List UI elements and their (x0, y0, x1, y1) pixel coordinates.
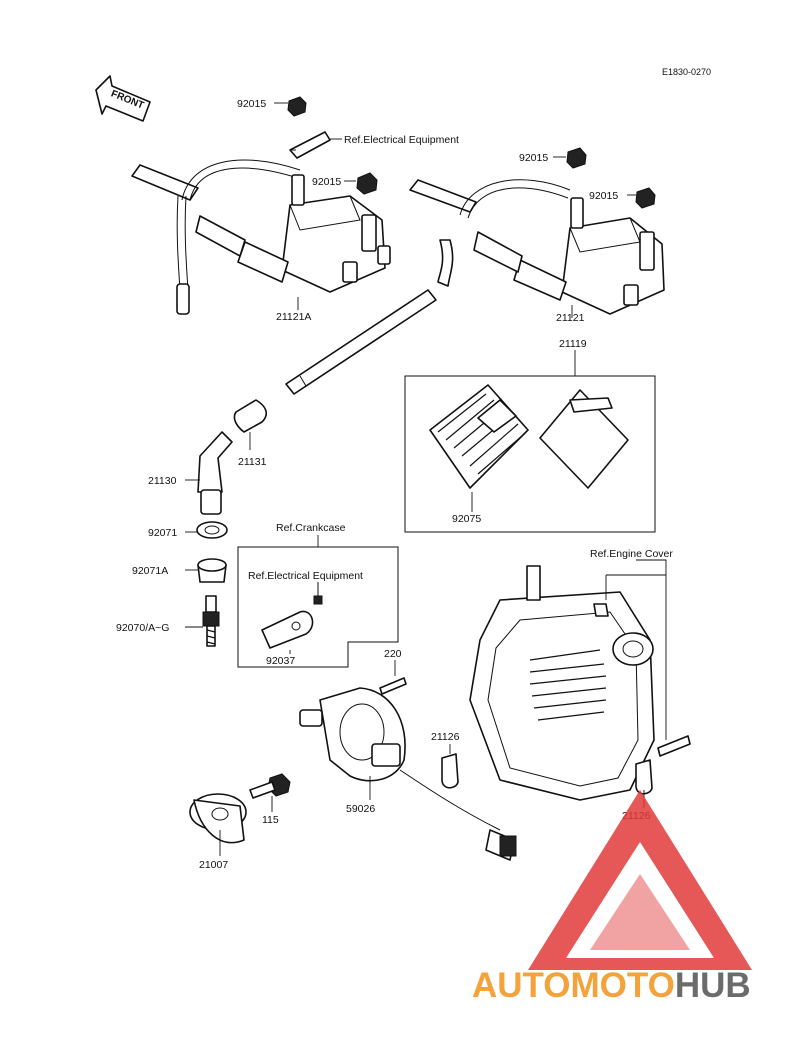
ref-electrical-equipment-box: Ref.Electrical Equipment (248, 570, 363, 582)
igniter-unit (429, 384, 529, 489)
igniter-box-outline (404, 375, 656, 533)
spark-plug-icon (202, 595, 220, 647)
engine-cover (469, 565, 655, 801)
front-arrow-icon: FRONT (95, 75, 151, 122)
nut-icon (635, 187, 656, 209)
igniter-module (539, 389, 629, 489)
bolt-icon (657, 735, 691, 757)
label-92071a: 92071A (132, 565, 168, 577)
label-92015-right-top: 92015 (519, 152, 548, 164)
label-92071: 92071 (148, 527, 177, 539)
nut-icon (566, 147, 587, 169)
label-21119: 21119 (559, 338, 587, 350)
label-220: 220 (384, 648, 402, 660)
rotor (189, 793, 247, 844)
label-21130: 21130 (148, 475, 177, 487)
label-92015-left-side: 92015 (312, 176, 341, 188)
screw-icon (379, 677, 407, 695)
label-92070: 92070/A~G (116, 622, 169, 634)
nut-icon (356, 172, 378, 195)
diagram-code: E1830-0270 (662, 67, 711, 77)
watermark-text: AUTOMOTOHUB (472, 966, 751, 1005)
nut-icon (287, 96, 307, 117)
label-21121: 21121 (556, 312, 585, 324)
label-59026: 59026 (346, 803, 375, 815)
watermark-logo-icon (528, 790, 752, 970)
seal-cup (197, 558, 227, 583)
crankcase-ref-outline (237, 546, 399, 668)
ignition-coil-left (131, 159, 391, 315)
clamp-right (635, 759, 653, 795)
bolt-icon (249, 773, 291, 799)
pickup-plate (299, 687, 517, 861)
label-21126-left: 21126 (431, 731, 460, 743)
clamp-left (441, 753, 459, 789)
label-21007: 21007 (199, 859, 228, 871)
label-92015-left-top: 92015 (237, 98, 266, 110)
label-21121a: 21121A (276, 311, 311, 323)
ref-engine-cover: Ref.Engine Cover (590, 548, 673, 560)
label-92037: 92037 (266, 655, 295, 667)
ref-crankcase: Ref.Crankcase (276, 522, 346, 534)
clamp (261, 610, 314, 649)
plug-cap (197, 431, 233, 515)
ht-lead (285, 289, 437, 395)
ignition-coil-right (409, 179, 665, 315)
label-115: 115 (262, 814, 279, 826)
ref-electrical-equipment-top: Ref.Electrical Equipment (344, 134, 459, 146)
label-21131: 21131 (238, 456, 267, 468)
bracket (289, 131, 331, 159)
screw-icon (313, 582, 323, 605)
label-92075: 92075 (452, 513, 481, 525)
label-92015-right-side: 92015 (589, 190, 618, 202)
seal-ring (196, 521, 228, 539)
cap-seal (233, 399, 268, 433)
